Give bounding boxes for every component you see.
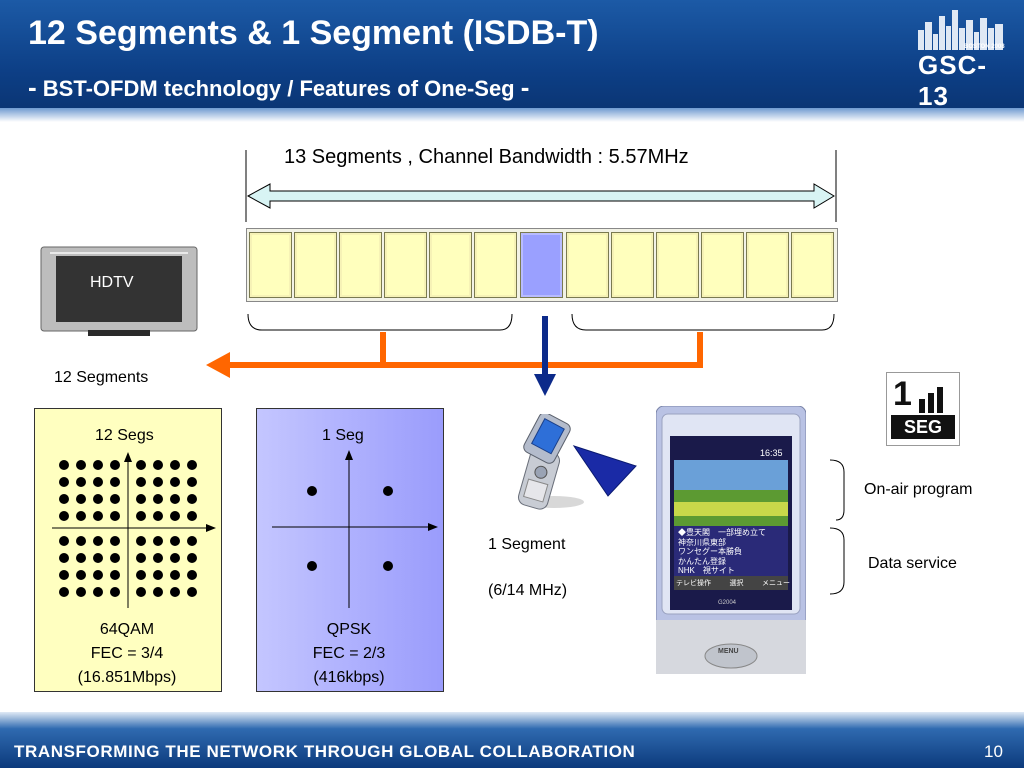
- segment-8: [566, 232, 609, 298]
- panel-left-fec: FEC = 3/4: [90, 645, 164, 662]
- segment-13: [791, 232, 834, 298]
- panel-left-modulation: 64QAM: [99, 621, 155, 638]
- pointer-arrow-icon: [572, 445, 637, 497]
- qam-constellation-icon: [52, 452, 216, 608]
- phone-menu-line: かんたん登録: [678, 556, 726, 566]
- data-service-label: Data service: [868, 555, 957, 572]
- phone-menu-line: ◆豊天閣 一部埋め立て: [678, 528, 766, 537]
- phone-menu-line: ワンセグー本勝負: [678, 547, 742, 556]
- twelve-segments-label: 12 Segments: [54, 369, 149, 386]
- softkey-tv: テレビ操作: [676, 580, 711, 587]
- phone-menu: ◆豊天閣 一部埋め立て 神奈川県東部 ワンセグー本勝負 かんたん登録 NHK 視…: [678, 528, 788, 576]
- on-air-label: On-air program: [864, 481, 973, 498]
- softkey-select: 選択: [729, 580, 744, 587]
- segment-9: [611, 232, 654, 298]
- phone-time: 16:35: [760, 448, 783, 458]
- segment-center-oneseg: [520, 232, 563, 298]
- navy-down-arrow-icon: [534, 316, 556, 396]
- phone-menu-line: 神奈川県東部: [678, 537, 726, 547]
- panel-right-modulation: QPSK: [326, 621, 372, 638]
- phone-menu-key: MENU: [718, 648, 739, 655]
- panel-right-specs: QPSK FEC = 2/3 (416kbps): [256, 618, 442, 690]
- qpsk-constellation-icon: [272, 450, 438, 608]
- orange-arrow-icon: [206, 332, 703, 378]
- slide-header: [0, 0, 1024, 118]
- left-brace-icon: [247, 313, 513, 331]
- oneseg-logo-number: 1: [893, 375, 912, 413]
- subtitle-dash-right: -: [520, 72, 530, 102]
- softkey-menu: メニュー: [762, 580, 790, 587]
- panel-left-title: 12 Segs: [95, 427, 154, 444]
- header-fade: [0, 108, 1024, 122]
- panel-right-title: 1 Seg: [322, 427, 364, 444]
- phone-softkeys: テレビ操作 選択 メニュー: [676, 578, 790, 588]
- subtitle-text: BST-OFDM technology / Features of One-Se…: [42, 76, 515, 101]
- segment-12: [746, 232, 789, 298]
- gsc13-logo: BOSTON 2008 GSC-13: [912, 8, 1012, 111]
- phone-menu-line: NHK 視サイト: [678, 566, 735, 575]
- segment-11: [701, 232, 744, 298]
- logo-tagline: BOSTON 2008: [964, 44, 1005, 50]
- segment-6: [474, 232, 517, 298]
- segment-4: [384, 232, 427, 298]
- segment-10: [656, 232, 699, 298]
- page-number: 10: [984, 742, 1003, 761]
- logo-name: GSC-13: [918, 50, 987, 111]
- segment-5: [429, 232, 472, 298]
- panel-right-rate: (416kbps): [313, 669, 385, 686]
- oneseg-logo: 1 SEG: [886, 372, 960, 446]
- hdtv-icon: HDTV: [40, 246, 198, 336]
- segment-2: [294, 232, 337, 298]
- panel-right-fec: FEC = 2/3: [312, 645, 386, 662]
- panel-left-specs: 64QAM FEC = 3/4 (16.851Mbps): [34, 618, 220, 690]
- signal-bars-icon: [919, 387, 943, 413]
- phone-model: G2004: [718, 600, 737, 606]
- skyline-icon: [918, 10, 1003, 50]
- flip-phone-icon: [517, 414, 584, 510]
- right-braces-icon: [829, 459, 845, 595]
- right-brace-icon: [571, 313, 835, 331]
- bandwidth-arrow-icon: [245, 150, 837, 222]
- oneseg-logo-text: SEG: [891, 415, 955, 439]
- one-segment-bandwidth: (6/14 MHz): [488, 582, 568, 599]
- subtitle-dash-left: -: [28, 72, 37, 102]
- slide-subtitle: - BST-OFDM technology / Features of One-…: [28, 72, 529, 103]
- segment-1: [249, 232, 292, 298]
- footer-tagline: TRANSFORMING THE NETWORK THROUGH GLOBAL …: [14, 742, 636, 761]
- panel-left-rate: (16.851Mbps): [77, 669, 177, 686]
- segment-3: [339, 232, 382, 298]
- slide-footer: [0, 712, 1024, 768]
- connector-arrows: [206, 313, 835, 396]
- hdtv-label: HDTV: [90, 274, 134, 291]
- one-segment-label: 1 Segment: [488, 536, 566, 553]
- phone-device: 16:35 ◆豊天閣 一部埋め立て 神奈川県東部 ワンセグー本勝負 かんたん登録…: [656, 406, 806, 674]
- panel-qpsk: [256, 408, 444, 692]
- slide-title: 12 Segments & 1 Segment (ISDB-T): [28, 14, 599, 52]
- bandwidth-label: 13 Segments , Channel Bandwidth : 5.57MH…: [284, 146, 689, 168]
